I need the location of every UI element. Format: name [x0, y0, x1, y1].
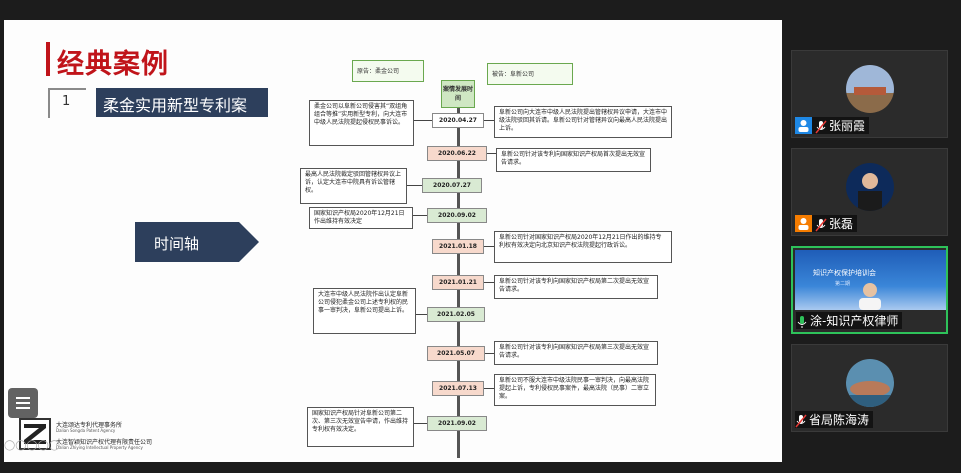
- connector: [484, 120, 494, 121]
- event-left-1: 柔金公司以阜新公司侵害其“双组角组合等推”实用新型专利，向大连市中级人民法院提起…: [309, 100, 414, 146]
- speaker-silhouette: [859, 283, 881, 310]
- timeline-head: 案情发展时间: [441, 80, 475, 108]
- connector: [407, 185, 422, 186]
- event-right-3: 阜新公司针对国家知识产权局2020年12月21日作出的维持专利权有效决定向北京知…: [494, 231, 672, 263]
- logo-text-3: 大连智颖知识产权代理有限责任公司: [56, 439, 153, 446]
- event-right-1: 阜新公司向大连市中级人民法院提出管辖权异议申请，大连市中级法院驳回其诉请。阜新公…: [494, 106, 672, 138]
- slide-title: 经典案例: [57, 49, 169, 80]
- connector: [484, 388, 494, 389]
- date-9: 2021.07.13: [432, 381, 484, 396]
- mic-muted-icon: [815, 217, 827, 231]
- case-number: 1: [62, 94, 71, 109]
- participant-tile-4[interactable]: 省局陈海涛: [791, 344, 948, 432]
- participant-name: 涂-知识产权律师: [810, 314, 899, 328]
- date-7: 2021.02.05: [427, 307, 485, 322]
- event-right-4: 阜新公司针对该专利向国家知识产权局第二次提出无效宣告请求。: [494, 275, 658, 299]
- date-6: 2021.01.21: [432, 275, 484, 290]
- participant-tile-3[interactable]: 知识产权保护培训会 第二期 涂-知识产权律师: [791, 246, 948, 334]
- connector: [414, 423, 427, 424]
- avatar: [846, 163, 894, 211]
- logo-text-4: Dalian Zhiying Intellectual Property Age…: [56, 445, 143, 450]
- event-left-4: 大连市中级人民法院作出认定阜新公司侵犯柔金公司上述专利权的民事一审判决，阜新公司…: [313, 288, 416, 334]
- timeline-arrow-shape: [135, 222, 259, 262]
- menu-icon: [16, 407, 30, 409]
- participant-tile-1[interactable]: 张丽霞: [791, 50, 948, 138]
- date-8: 2021.05.07: [427, 346, 485, 361]
- connector: [484, 246, 494, 247]
- participant-name: 张丽霞: [829, 119, 866, 133]
- case-title-bar: [96, 88, 268, 117]
- participant-name-row: 省局陈海涛: [795, 411, 874, 428]
- event-left-3: 国家知识产权局2020年12月21日作出维持有效决定: [309, 207, 413, 229]
- logo-text-1: 大连颂达专利代理事务所: [56, 422, 123, 429]
- top-strip: [0, 0, 961, 20]
- participant-name: 张磊: [829, 217, 854, 231]
- title-accent-bar: [46, 42, 50, 76]
- avatar: [846, 359, 894, 407]
- share-title: 知识产权保护培训会: [813, 269, 876, 277]
- connector: [487, 153, 496, 154]
- event-left-5: 国家知识产权局针对阜新公司第二次、第三次无效宣告申请，作出维持专利权有效决定。: [307, 407, 414, 447]
- date-3: 2020.07.27: [422, 178, 482, 193]
- avatar: [846, 65, 894, 113]
- bottom-strip: [0, 462, 961, 473]
- mic-muted-icon: [815, 119, 827, 133]
- participant-tile-2[interactable]: 张磊: [791, 148, 948, 236]
- event-right-2: 阜新公司针对该专利向国家知识产权局首次提出无效宣告请求。: [496, 148, 651, 172]
- event-right-5: 阜新公司针对该专利向国家知识产权局第三次提出无效宣告请求。: [494, 341, 658, 365]
- participant-name-row: 张丽霞: [795, 117, 870, 134]
- shared-video-thumbnail: 知识产权保护培训会 第二期: [795, 250, 946, 310]
- date-5: 2021.01.18: [432, 239, 484, 254]
- date-4: 2020.09.02: [427, 208, 487, 223]
- user-icon: [795, 215, 812, 232]
- menu-icon: [16, 402, 30, 404]
- agency-logo-icon: [24, 424, 46, 444]
- connector: [485, 353, 494, 354]
- event-right-6: 阜新公司不服大连市中级法院民事一审判决，向最高法院提起上诉，专利侵权民事案件，最…: [494, 374, 656, 406]
- mic-muted-icon: [795, 413, 807, 427]
- page-indicator[interactable]: ◯◯◯◯◯: [4, 440, 60, 451]
- shared-slide: 经典案例 1 柔金实用新型专利案 时间轴 原告：柔金公司 被告：阜新公司 案情发…: [4, 20, 782, 462]
- case-number-frame: [48, 88, 86, 118]
- connector: [416, 314, 427, 315]
- plaintiff-box: 原告：柔金公司: [352, 60, 424, 82]
- defendant-box: 被告：阜新公司: [487, 63, 573, 85]
- share-subtitle: 第二期: [835, 281, 851, 287]
- connector: [414, 120, 432, 121]
- timeline-label: 时间轴: [154, 235, 200, 253]
- logo-text-2: Dalian Songda Patent Agency: [56, 428, 116, 433]
- agency-logo: [19, 418, 51, 450]
- connector: [484, 282, 494, 283]
- menu-icon: [16, 397, 30, 399]
- mic-active-icon: [796, 314, 808, 328]
- date-10: 2021.09.02: [427, 416, 487, 431]
- date-1: 2020.04.27: [432, 113, 484, 128]
- participant-name-row: 张磊: [795, 215, 858, 232]
- case-title: 柔金实用新型专利案: [103, 96, 248, 115]
- date-2: 2020.06.22: [427, 146, 487, 161]
- event-left-2: 最高人民法院裁定驳回管辖权异议上诉，认定大连市中院具有诉讼管辖权。: [300, 168, 407, 204]
- slide-menu-button[interactable]: [8, 388, 38, 418]
- user-icon: [795, 117, 812, 134]
- participant-name-row: 涂-知识产权律师: [796, 312, 903, 329]
- connector: [413, 215, 427, 216]
- participant-name: 省局陈海涛: [809, 413, 870, 427]
